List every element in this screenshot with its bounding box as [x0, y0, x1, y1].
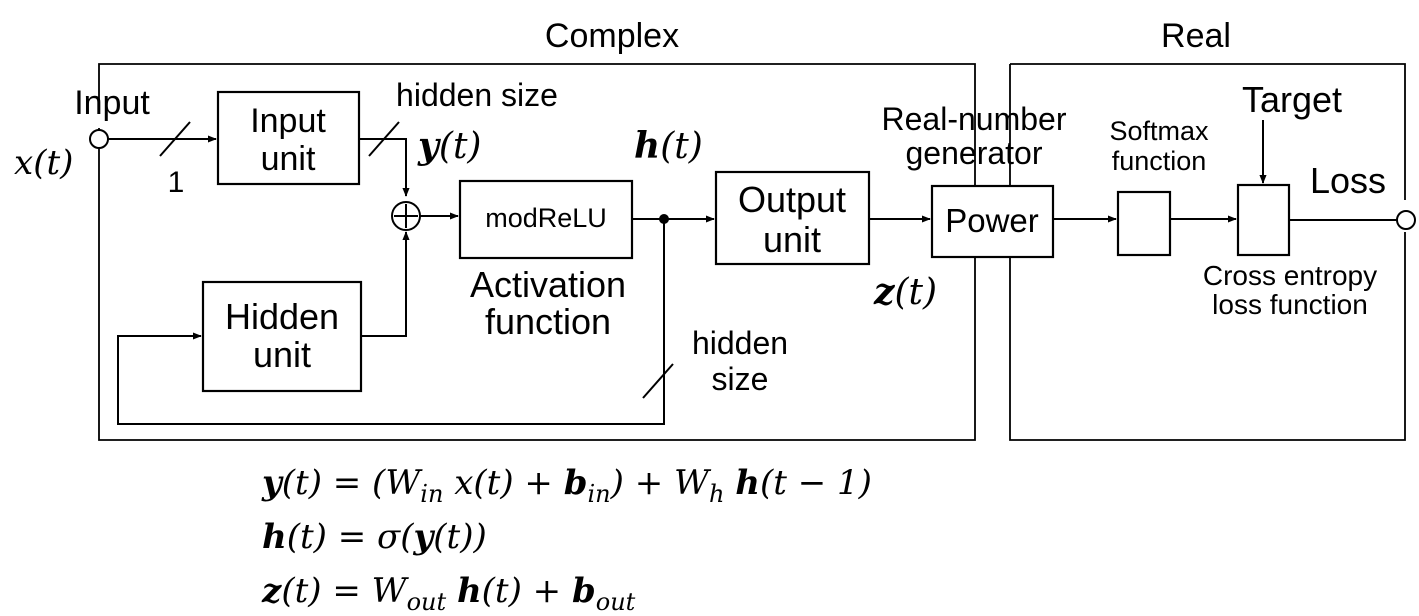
h-signal-label: h(t) — [634, 125, 703, 167]
hidden-size-feedback-label: hidden — [692, 325, 788, 361]
input-terminal — [89, 129, 109, 149]
modrelu-block — [458, 179, 634, 260]
hidden-size-top-tick — [368, 121, 400, 157]
real-region-label: Real — [1161, 17, 1231, 55]
softmax-caption-2: function — [1112, 146, 1207, 176]
hidden-size-feedback-tick — [642, 363, 674, 399]
input-unit-to-adder-wire — [359, 138, 410, 197]
real-region-frame — [1010, 63, 1406, 200]
equation-h: h(t) = σ(y(t)) — [262, 517, 487, 557]
activation-caption-2: function — [485, 301, 611, 342]
input-unit-label-2: unit — [261, 140, 316, 178]
input-width-label: 1 — [168, 166, 185, 199]
modrelu-label: modReLU — [485, 203, 607, 233]
hidden-size-feedback-label-2: size — [712, 361, 769, 397]
feedback-wire — [117, 219, 665, 425]
output-unit-label-2: unit — [763, 219, 821, 260]
loss-terminal — [1396, 210, 1416, 230]
hidden-unit-label-2: unit — [253, 334, 311, 375]
equation-y: y(t) = (Win x(t) + bin) + Wh h(t − 1) — [261, 463, 872, 508]
loss-label: Loss — [1310, 160, 1386, 201]
power-label: Power — [945, 202, 1039, 239]
hidden-unit-block — [201, 280, 363, 393]
input-unit-block — [216, 90, 361, 186]
complex-region-label: Complex — [545, 17, 679, 55]
cross-entropy-block — [1236, 183, 1291, 257]
hidden-unit-to-adder-wire — [361, 231, 410, 337]
output-unit-block — [714, 170, 871, 266]
softmax-block — [1116, 190, 1172, 257]
output-unit-label: Output — [738, 179, 846, 220]
real-generator-caption-2: generator — [906, 135, 1043, 171]
cross-entropy-caption-2: loss function — [1212, 289, 1368, 320]
equation-z: z(t) = Wout h(t) + bout — [261, 571, 636, 616]
activation-caption: Activation — [470, 264, 626, 305]
input-width-tick — [159, 121, 191, 157]
hidden-unit-label: Hidden — [225, 296, 339, 337]
y-signal-label: y(t) — [417, 125, 481, 167]
input-label: Input — [74, 84, 150, 122]
hidden-size-top-label: hidden size — [396, 77, 558, 113]
input-unit-label: Input — [250, 102, 326, 140]
softmax-caption: Softmax — [1109, 116, 1209, 146]
cross-entropy-caption: Cross entropy — [1203, 260, 1377, 291]
real-generator-caption: Real-number — [882, 101, 1067, 137]
target-label: Target — [1242, 79, 1342, 120]
power-block — [930, 184, 1055, 259]
z-signal-label: z(t) — [873, 271, 937, 313]
input-signal-label: x(t) — [14, 143, 73, 183]
